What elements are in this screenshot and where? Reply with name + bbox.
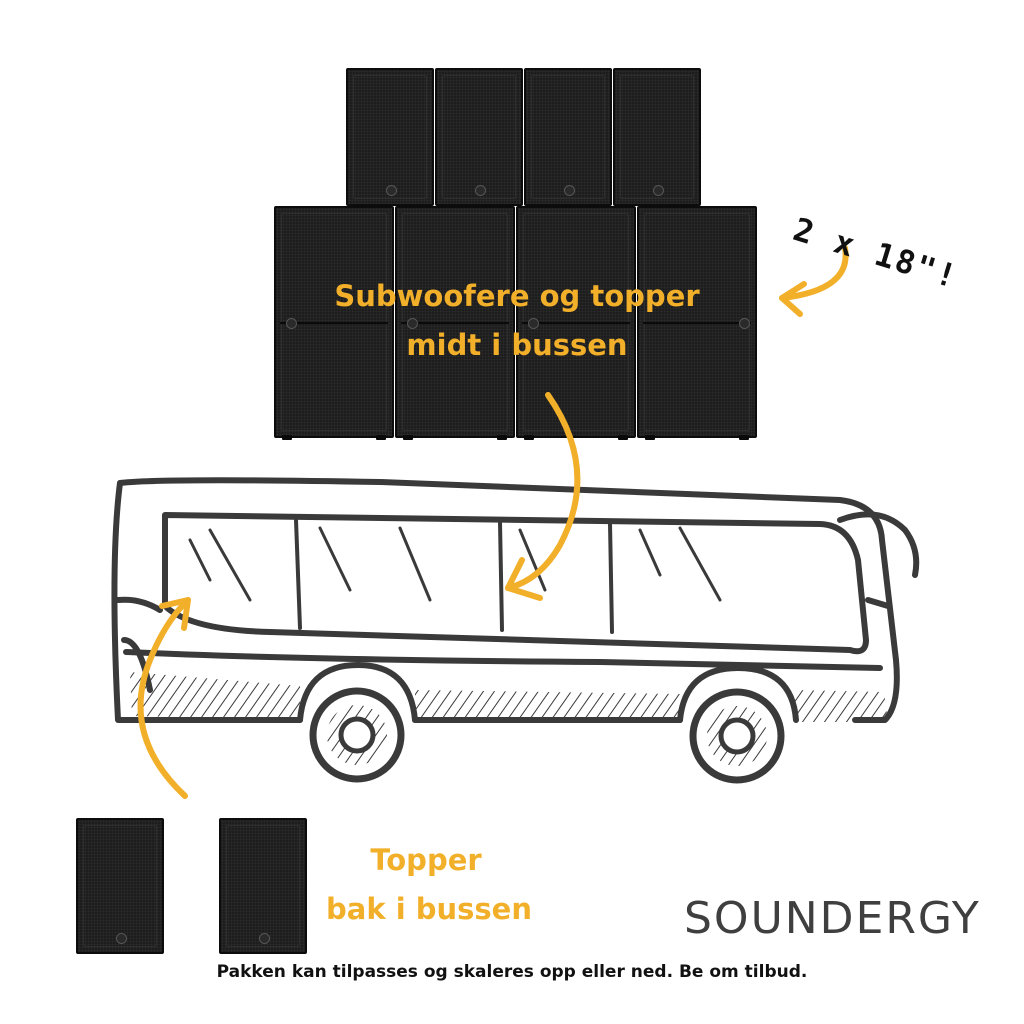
- main-placement-label: Subwoofere og topper midt i bussen: [332, 272, 702, 371]
- subwoofer: [274, 206, 394, 440]
- footer-note: Pakken kan tilpasses og skaleres opp ell…: [216, 962, 808, 982]
- bus-skirt: [130, 672, 300, 720]
- top-speaker: [346, 68, 434, 206]
- subwoofer: [516, 206, 636, 440]
- rear-top-speaker: [219, 818, 307, 954]
- top-speaker: [435, 68, 523, 206]
- curved-arrow-icon: [505, 392, 581, 591]
- brand-logo: SOUNDERGY: [684, 893, 981, 944]
- rear-placement-label: Topper bak i bussen: [326, 836, 532, 935]
- wheel-icon: [309, 687, 405, 783]
- rear-label-line-2: bak i bussen: [326, 892, 532, 927]
- main-label-line-1: Subwoofere og topper: [334, 279, 700, 313]
- curved-arrow-icon: [137, 597, 191, 799]
- rear-label-line-1: Topper: [370, 843, 482, 877]
- subwoofer: [637, 206, 757, 440]
- top-speaker: [524, 68, 612, 206]
- curved-arrow-icon: [779, 245, 849, 301]
- rear-top-speaker: [76, 818, 164, 954]
- main-label-line-2: midt i bussen: [406, 328, 628, 363]
- top-speaker: [613, 68, 701, 206]
- subwoofer: [395, 206, 515, 440]
- wheel-icon: [689, 688, 785, 784]
